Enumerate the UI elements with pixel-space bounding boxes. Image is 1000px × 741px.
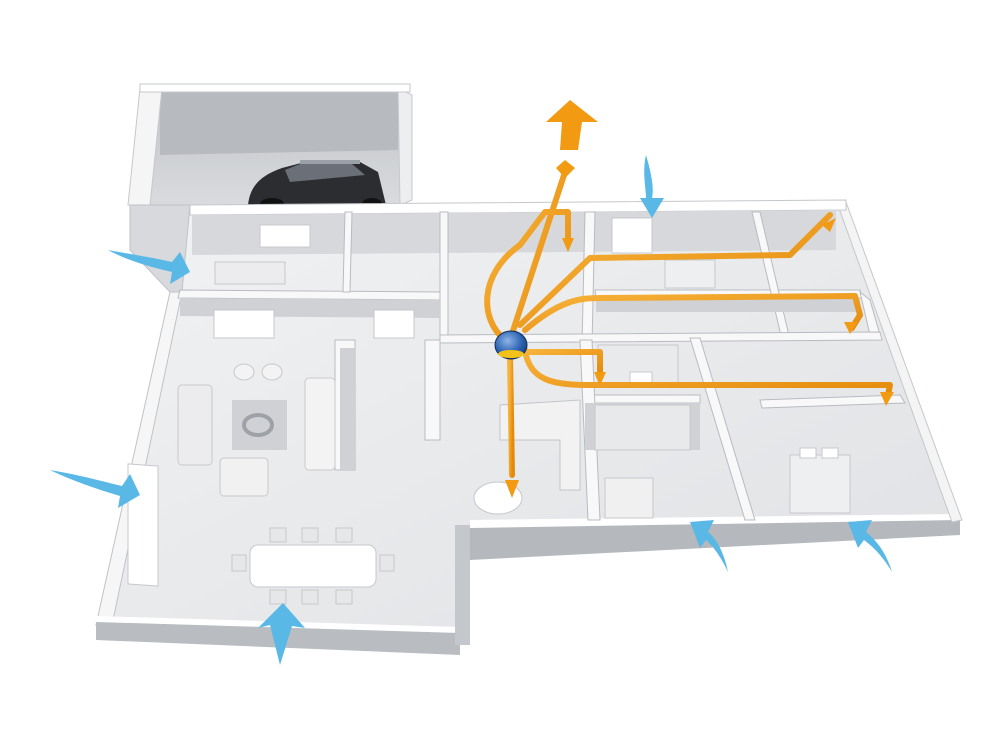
rug — [232, 400, 287, 450]
outlet-arrow-back — [822, 218, 836, 232]
blue-arrow-icon — [848, 520, 892, 572]
orange-up-arrow-icon — [546, 100, 598, 178]
garage-back-wall — [160, 92, 398, 155]
closet — [594, 404, 691, 451]
exterior-wall-front-right-top — [470, 514, 960, 528]
duct-outlets — [505, 218, 894, 498]
blue-arrow-icon — [640, 155, 664, 218]
ventilation-unit-icon — [494, 330, 528, 360]
bathroom — [597, 344, 679, 386]
bed-1 — [789, 454, 851, 514]
blue-arrow-icon — [690, 520, 728, 572]
garage-right-wall — [397, 87, 413, 206]
outlet-arrow-office — [562, 238, 574, 252]
ductwork — [484, 169, 893, 478]
exterior-wall-step — [455, 525, 470, 645]
duct-bedroom-back — [517, 212, 833, 328]
exterior-wall-front-right — [470, 518, 960, 560]
blue-arrow-icon — [108, 250, 190, 284]
outlet-arrow-kitchen — [505, 480, 519, 498]
sofa-left — [177, 384, 213, 466]
garage — [127, 83, 413, 210]
desk-bedroom — [604, 477, 654, 519]
office-desk — [214, 261, 286, 285]
living-room-furniture — [177, 261, 395, 605]
bed-2 — [664, 259, 716, 289]
outlet-arrow-mid — [844, 322, 858, 334]
exterior-wall-garage-front — [129, 204, 191, 293]
duct-middle — [522, 293, 863, 333]
duct-bathroom — [525, 349, 603, 378]
duct-kitchen — [507, 352, 515, 478]
windows — [127, 217, 653, 587]
dining-table — [249, 544, 377, 588]
bedroom-furniture — [594, 259, 851, 519]
fresh-air-arrows — [50, 155, 892, 665]
armchair — [219, 457, 269, 497]
house — [95, 199, 963, 655]
garage-top-wall — [139, 83, 411, 93]
duct-office — [484, 209, 571, 343]
outlet-arrow-bath — [594, 372, 606, 386]
sofa — [304, 377, 336, 471]
outlet-arrow-right — [880, 392, 894, 406]
blue-arrow-icon — [50, 470, 140, 508]
back-wall-face — [192, 210, 836, 255]
exhaust-duct — [507, 169, 568, 343]
blue-arrow-icon — [258, 603, 305, 665]
